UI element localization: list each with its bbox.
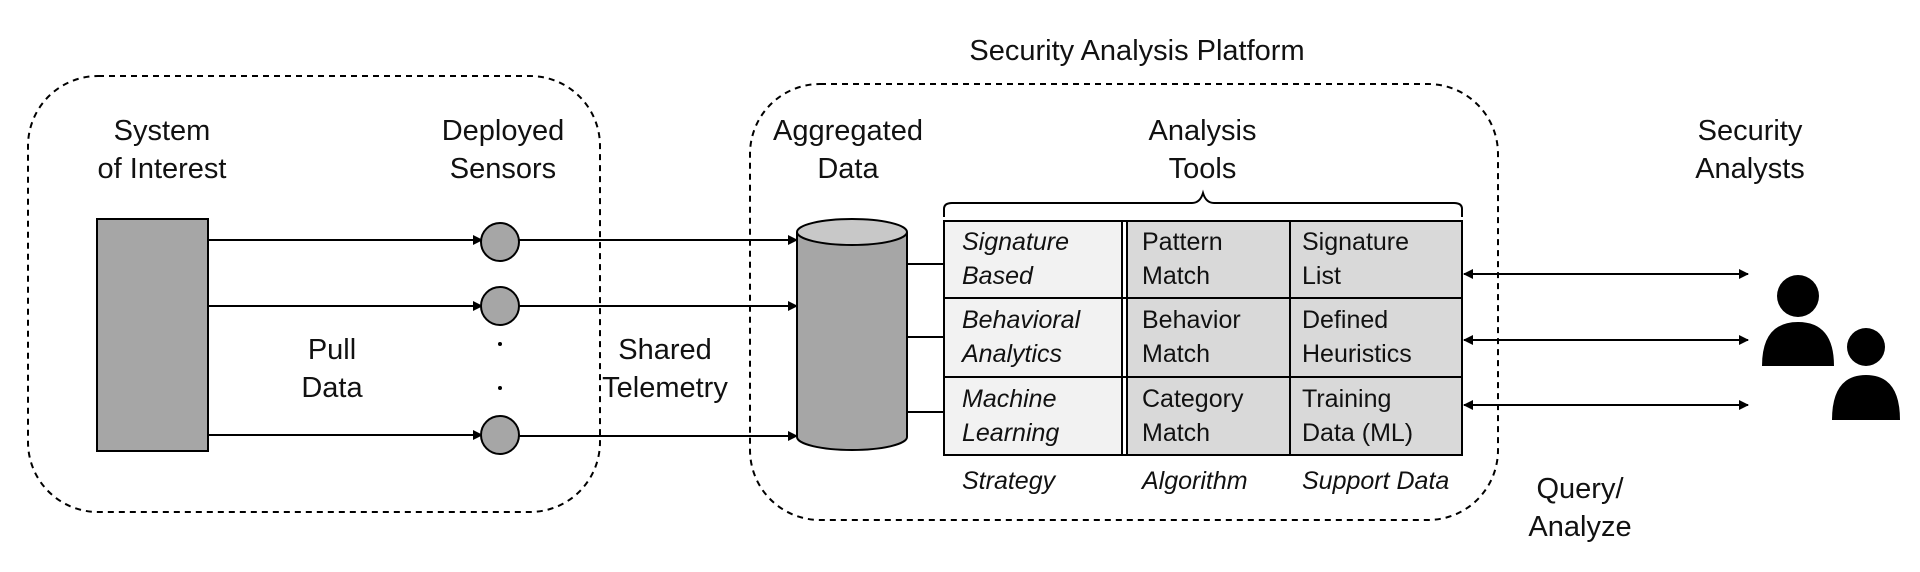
- aggregated-data-label: Aggregated Data: [758, 112, 938, 188]
- security-analysts-label: Security Analysts: [1670, 112, 1830, 188]
- platform-title-text: Security Analysis Platform: [969, 35, 1305, 67]
- cell-line: Machine: [962, 385, 1057, 413]
- person-icon: [1832, 328, 1900, 420]
- cell-line: Behavior: [1142, 306, 1241, 334]
- cell-line: Match: [1142, 419, 1211, 447]
- ellipsis-dot-1: [498, 342, 502, 346]
- sensors-label-line2: Sensors: [449, 153, 557, 185]
- column-label-algorithm: Algorithm: [1142, 467, 1248, 495]
- telemetry-label-line2: Telemetry: [602, 372, 728, 404]
- query-analyze-label: Query/ Analyze: [1515, 470, 1645, 546]
- algorithm-column-bg: [1127, 221, 1290, 455]
- analysis-tools-brace: [943, 189, 1463, 217]
- algorithm-cell-pattern: Pattern Match: [1142, 225, 1223, 293]
- sensors-label-line1: Deployed: [441, 115, 565, 147]
- analysis-tools-label: Analysis Tools: [1120, 112, 1285, 188]
- shared-telemetry-label: Shared Telemetry: [590, 331, 740, 407]
- person-icon: [1762, 275, 1834, 366]
- system-label-line2: of Interest: [97, 153, 227, 185]
- tools-table-frame: [943, 220, 1463, 456]
- pull-label-line2: Data: [301, 372, 363, 404]
- cell-line: Based: [962, 262, 1033, 290]
- strategy-cell-signature: Signature Based: [962, 225, 1069, 293]
- query-label-line1: Query/: [1536, 473, 1624, 505]
- ellipsis-dot-2: [498, 386, 502, 390]
- cell-line: Training: [1302, 385, 1392, 413]
- analysts-label-line2: Analysts: [1695, 153, 1805, 185]
- deployed-sensors-label: Deployed Sensors: [418, 112, 588, 188]
- pull-label-line1: Pull: [307, 334, 357, 366]
- system-of-interest-label: System of Interest: [62, 112, 262, 188]
- cell-line: Defined: [1302, 306, 1389, 334]
- pull-data-label: Pull Data: [282, 331, 382, 407]
- system-label-line1: System: [113, 115, 211, 147]
- tools-label-line2: Tools: [1168, 153, 1237, 185]
- strategy-cell-behavioral: Behavioral Analytics: [962, 303, 1080, 371]
- cell-line: List: [1302, 262, 1341, 290]
- tools-label-line1: Analysis: [1148, 115, 1257, 147]
- cell-line: Learning: [962, 419, 1060, 447]
- sensor-node-1: [480, 222, 520, 262]
- support-column-bg: [1290, 221, 1462, 455]
- cell-line: Heuristics: [1302, 340, 1412, 368]
- cell-line: Behavioral: [962, 306, 1081, 334]
- telemetry-label-line1: Shared: [618, 334, 712, 366]
- strategy-cell-machine-learning: Machine Learning: [962, 382, 1059, 450]
- cell-line: Signature: [962, 228, 1070, 256]
- system-of-interest-box: [96, 218, 209, 452]
- aggregated-label-line1: Aggregated: [773, 115, 923, 147]
- column-label-strategy: Strategy: [962, 467, 1056, 495]
- support-cell-signature-list: Signature List: [1302, 225, 1409, 293]
- cell-line: Analytics: [962, 340, 1063, 368]
- platform-title: Security Analysis Platform: [947, 32, 1327, 70]
- database-cylinder-icon: [796, 218, 908, 451]
- support-cell-training-data: Training Data (ML): [1302, 382, 1413, 450]
- analysts-label-line1: Security: [1697, 115, 1803, 147]
- strategy-column-bg: [944, 221, 1122, 455]
- query-label-line2: Analyze: [1528, 511, 1632, 543]
- cell-line: Match: [1142, 262, 1211, 290]
- sensor-node-2: [480, 286, 520, 326]
- cell-line: Data (ML): [1302, 419, 1414, 447]
- support-cell-heuristics: Defined Heuristics: [1302, 303, 1412, 371]
- cell-line: Match: [1142, 340, 1211, 368]
- aggregated-label-line2: Data: [817, 153, 879, 185]
- column-label-support-data: Support Data: [1302, 467, 1450, 495]
- algorithm-cell-behavior: Behavior Match: [1142, 303, 1241, 371]
- cell-line: Pattern: [1142, 228, 1223, 256]
- sensor-node-3: [480, 415, 520, 455]
- cell-line: Category: [1142, 385, 1244, 413]
- algorithm-cell-category: Category Match: [1142, 382, 1243, 450]
- cell-line: Signature: [1302, 228, 1410, 256]
